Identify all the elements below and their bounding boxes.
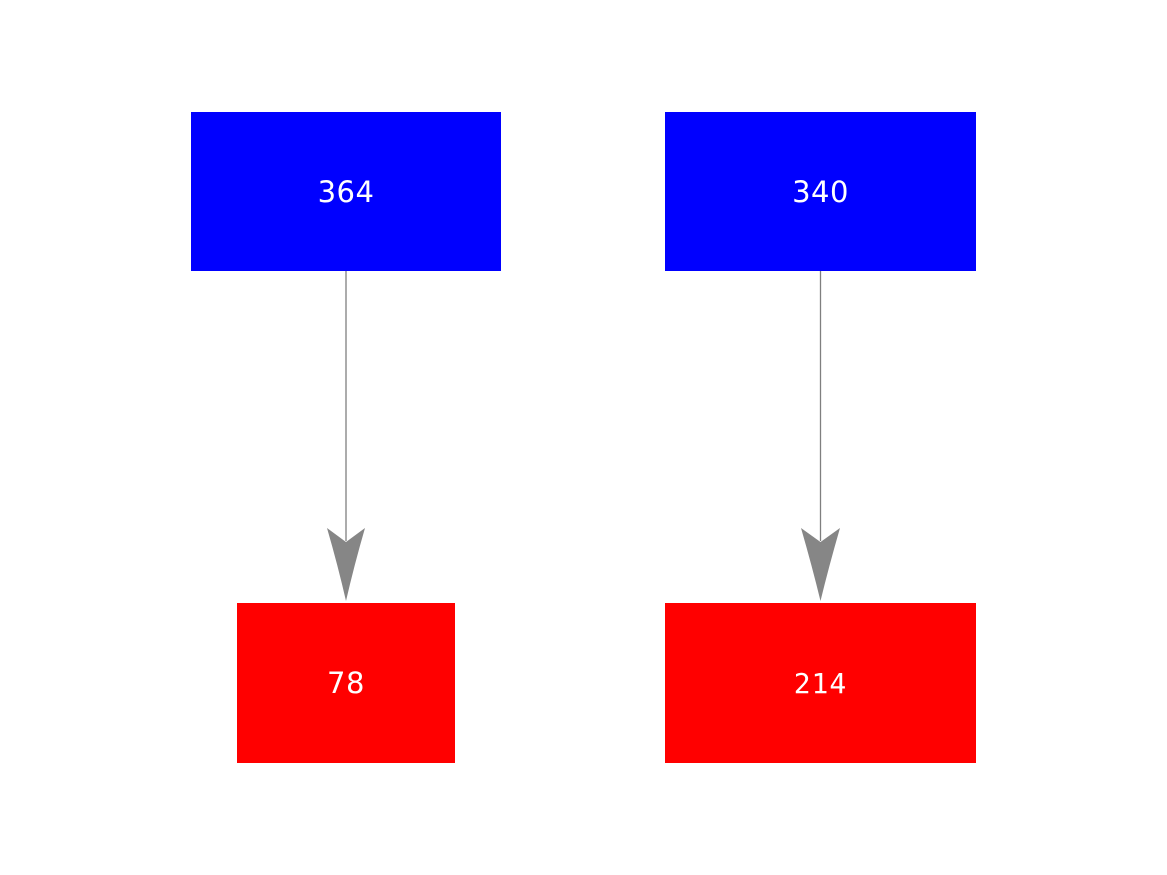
node-label: 340	[792, 174, 849, 209]
arrow-down-2	[801, 271, 840, 601]
arrowhead-icon	[801, 528, 840, 601]
node-label: 364	[317, 174, 375, 209]
node-blue-364: 364	[191, 112, 501, 271]
arrowhead-icon	[327, 528, 365, 601]
node-label: 214	[793, 666, 848, 700]
node-red-78: 78	[237, 603, 455, 763]
arrow-down-1	[327, 271, 365, 601]
node-blue-340: 340	[665, 112, 976, 271]
node-red-214: 214	[665, 603, 976, 763]
node-label: 78	[327, 666, 365, 700]
